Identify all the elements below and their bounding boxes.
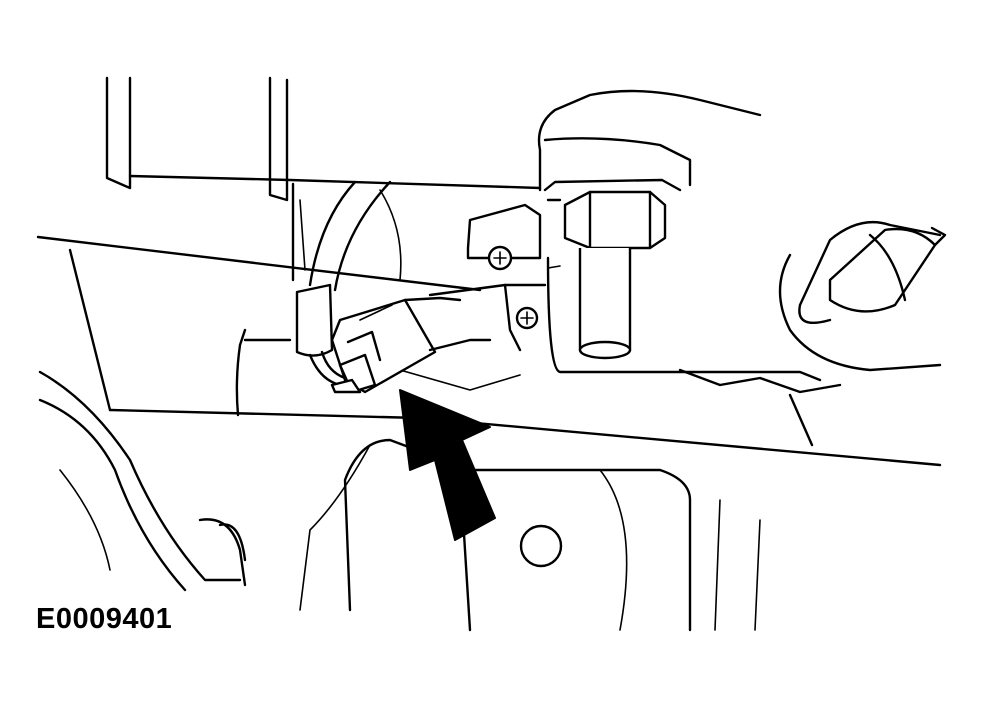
electrical-connector [330,296,492,394]
figure-code: E0009401 [36,603,173,635]
right-stud [678,221,947,394]
callout-arrow [399,389,496,541]
left-contour [38,370,247,592]
sensor-bracket [428,203,547,352]
mounting-bolt [537,89,822,382]
wiring-harness [295,180,392,387]
upper-housing [105,76,542,282]
